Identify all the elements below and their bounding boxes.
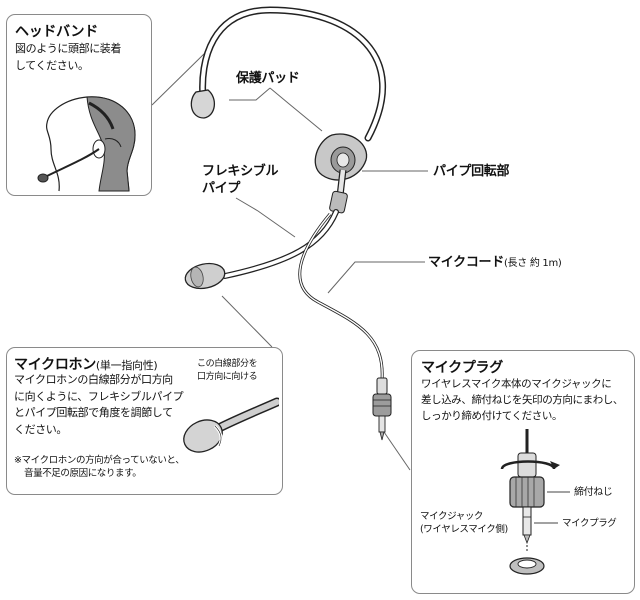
- flexible-pipe-label-line: パイプ: [202, 181, 241, 196]
- plug-text-line: しっかり締め付けてください。: [421, 410, 563, 422]
- cord-plug-body: [372, 393, 392, 417]
- flexible-pipe-label-line: フレキシブル: [202, 164, 279, 179]
- protective-pad-label: 保護パッド: [236, 71, 300, 86]
- pipe-rotation-label: パイプ回転部: [433, 164, 510, 179]
- plug-box: マイクプラグ ワイヤレスマイク本体のマイクジャックに 差し込み、締付ねじを矢印の…: [411, 350, 635, 594]
- mic-cord-label: マイクコード(長さ 約 1m): [428, 254, 562, 272]
- mic-jack-label-line: (ワイヤレスマイク側): [420, 523, 508, 535]
- pipe-clip: [329, 190, 348, 214]
- head-wearing-illustration: [37, 96, 136, 192]
- microphone-note-line: 音量不足の原因になります。: [24, 467, 142, 479]
- microphone-text-line: に向くように、フレキシブルパイプ: [14, 389, 184, 403]
- microphone-title: マイクロホン(単一指向性): [14, 354, 158, 374]
- microphone-text-line: ください。: [14, 422, 67, 436]
- flexible-pipe-leader-line: [235, 197, 296, 238]
- flexible-pipe-label: フレキシブル パイプ: [202, 163, 279, 197]
- microphone-title-text: マイクロホン: [14, 357, 96, 373]
- microphone-title-note: (単一指向性): [95, 359, 158, 372]
- mic-leader-line: [221, 295, 273, 348]
- whiteline-callout-line: 口方向に向ける: [197, 371, 258, 382]
- microphone-text-line: マイクロホンの白線部分が口方向: [14, 373, 173, 386]
- whiteline-callout-line: この白線部分を: [197, 359, 258, 369]
- pad-leader-line: [229, 87, 271, 101]
- mic-cord-label-text: マイクコード: [428, 255, 504, 270]
- tighten-screw-label: 締付ねじ: [574, 487, 613, 498]
- microphone-note-line: ※マイクロホンの方向が合っていないと、: [14, 455, 185, 466]
- flexible-pipe: [222, 209, 339, 279]
- mic-jack-label-line: マイクジャック: [420, 511, 484, 522]
- headband-box: ヘッドバンド 図のように頭部に装着 してください。: [6, 14, 152, 196]
- headband-text-line: してください。: [15, 58, 89, 72]
- mic-head: [184, 262, 226, 290]
- microphone-closeup: [183, 397, 279, 453]
- pad-leader-line-2: [269, 87, 323, 132]
- microphone-box: マイクロホン(単一指向性) マイクロホンの白線部分が口方向 に向くように、フレキ…: [6, 347, 283, 495]
- mic-cord-length-note: (長さ 約 1m): [503, 258, 562, 269]
- plug-connection-illustration: [500, 429, 570, 575]
- plug-text-line: ワイヤレスマイク本体のマイクジャックに: [421, 378, 612, 390]
- mic-plug-part-label: マイクプラグ: [562, 518, 617, 529]
- headband-title: ヘッドバンド: [15, 24, 98, 40]
- plug-text-line: 差し込み、締付ねじを矢印の方向にまわし、: [421, 394, 623, 406]
- plug-title: マイクプラグ: [421, 360, 503, 376]
- headband-leader-line: [151, 51, 207, 106]
- headband-text-line: 図のように頭部に装着: [15, 42, 121, 55]
- pad-left: [190, 89, 215, 119]
- plug-leader-line: [383, 431, 411, 471]
- microphone-text-line: とパイプ回転部で角度を調節して: [14, 406, 173, 419]
- mic-cord-leader-line: [327, 261, 425, 294]
